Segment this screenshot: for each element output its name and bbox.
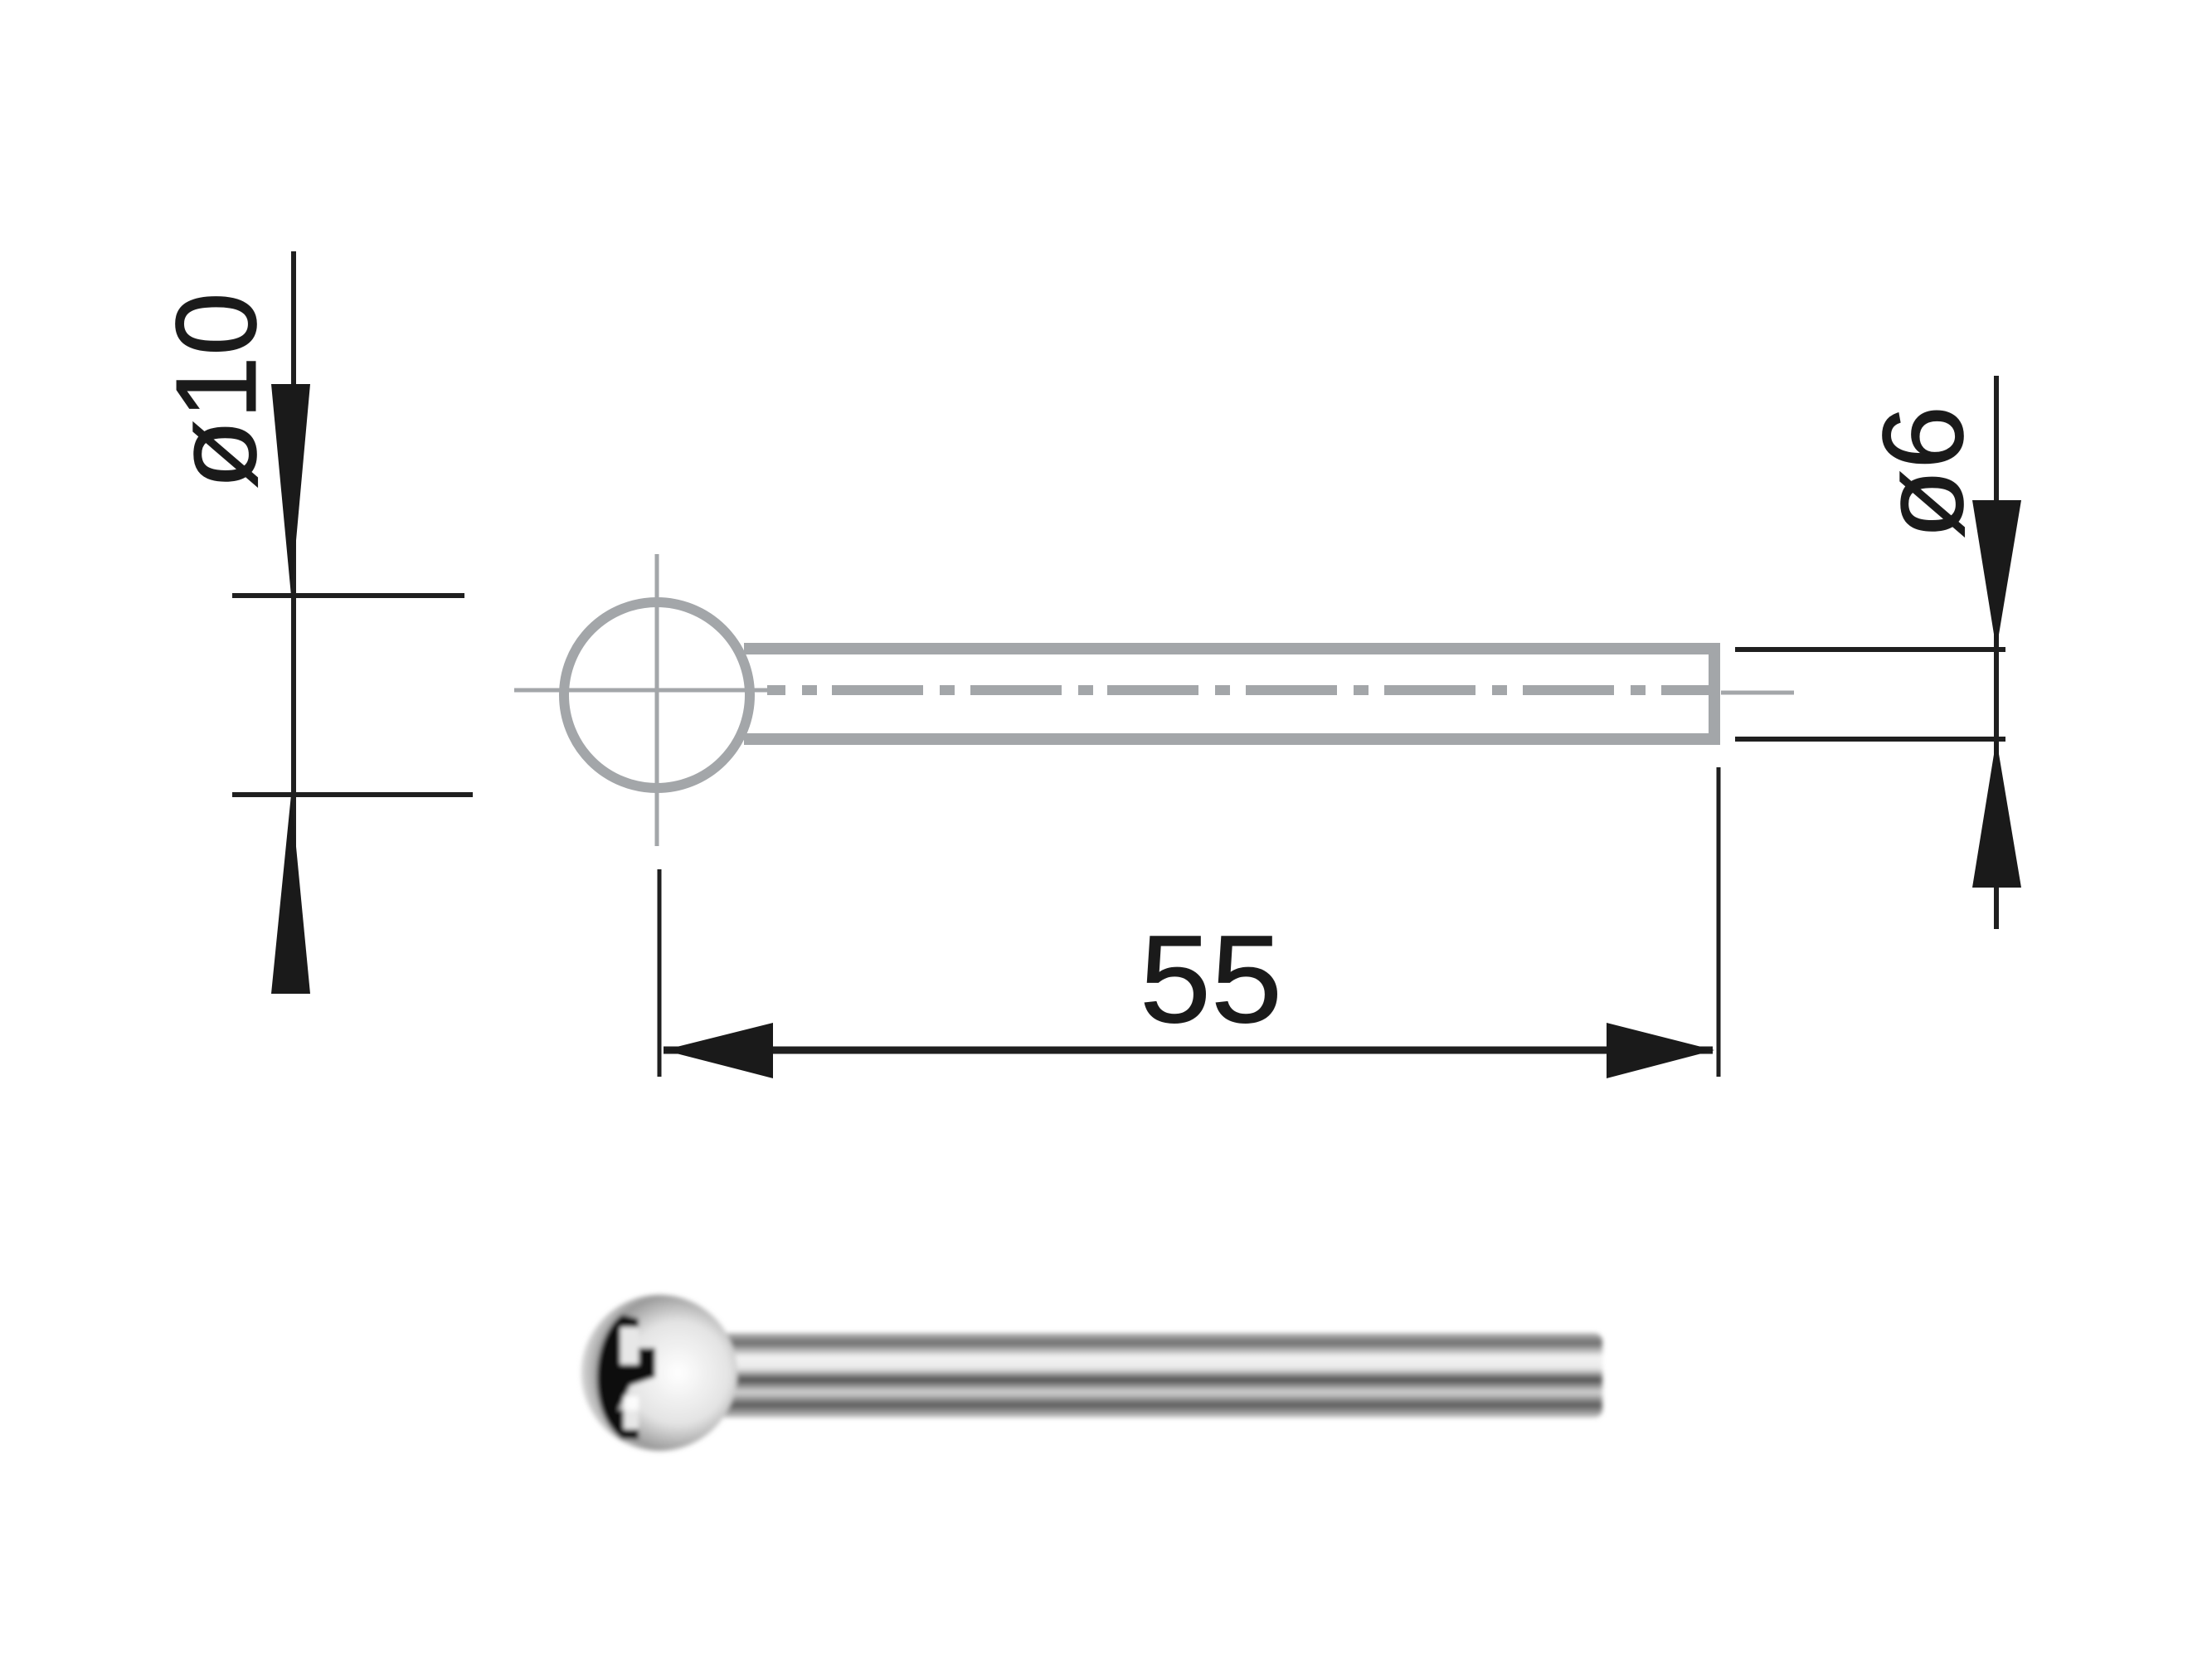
arrow-left-icon [664,1023,773,1078]
arrow-up-icon [271,795,310,994]
product-photo [581,1295,1602,1451]
part-outline [514,554,1794,846]
arrow-up-icon [1972,739,2021,888]
dimension-shaft-diameter: ø6 [1735,376,2021,929]
photo-rod [715,1333,1602,1418]
dimension-length: 55 [657,767,1721,1078]
photo-ball-highlight [624,1396,639,1429]
ball-diameter-label: ø10 [153,292,280,489]
photo-ball-reflection [596,1315,655,1439]
arrow-down-icon [1972,500,2021,649]
arrow-down-icon [271,384,310,596]
shaft-outline [744,643,1720,745]
arrow-right-icon [1607,1023,1714,1078]
photo-ball-highlight [620,1327,639,1365]
dimension-ball-diameter: ø10 [153,251,473,994]
shaft-diameter-label: ø6 [1860,406,1987,539]
length-label: 55 [1140,909,1282,1048]
